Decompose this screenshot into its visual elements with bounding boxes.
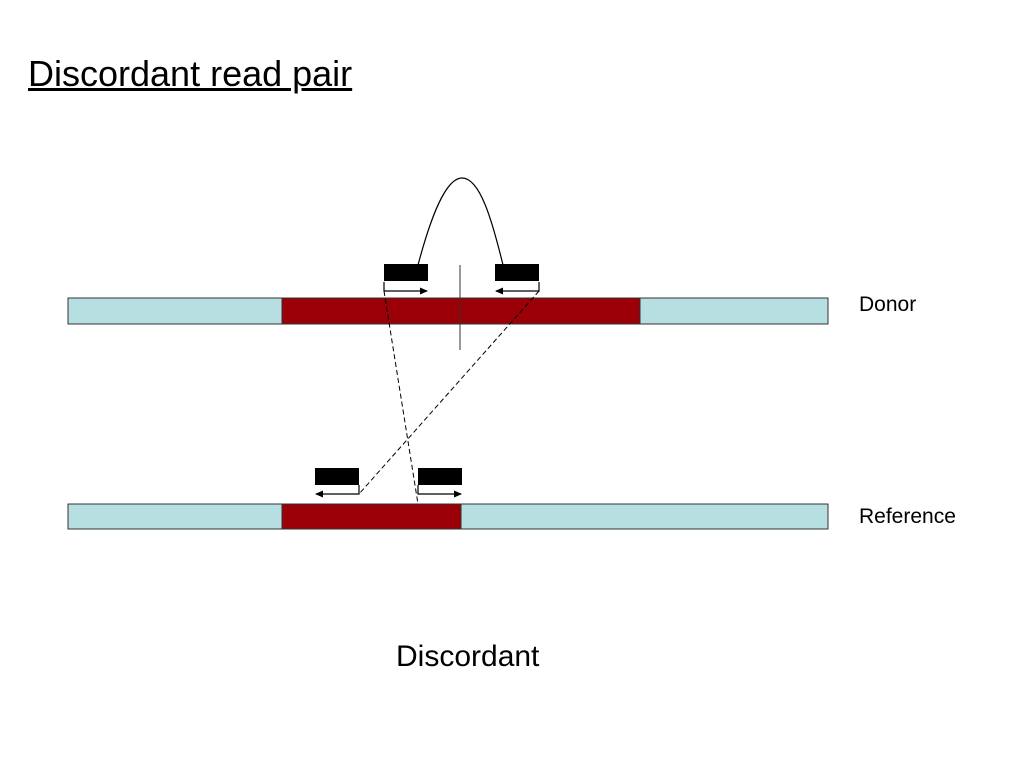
donor-read-left — [384, 264, 428, 281]
reference-left-arrow — [315, 485, 360, 498]
donor-right-flank — [639, 297, 829, 325]
donor-read-right — [495, 264, 539, 281]
donor-left-arrow — [383, 282, 428, 295]
reference-track — [67, 503, 829, 530]
reference-right-flank — [460, 503, 829, 530]
donor-left-flank — [67, 297, 283, 325]
mapping-dashed-line-right — [358, 290, 540, 495]
donor-label: Donor — [859, 293, 917, 316]
reference-read-left — [315, 468, 359, 485]
mapping-dashed-line-left — [383, 290, 419, 505]
read-pair-link-arc — [417, 177, 504, 266]
reference-read-right — [418, 468, 462, 485]
reference-insert-segment — [281, 503, 462, 530]
diagram-caption: Discordant — [396, 640, 540, 673]
reference-label: Reference — [859, 505, 956, 528]
donor-right-arrow — [495, 282, 540, 295]
donor-insert-segment — [281, 297, 641, 325]
slide-title: Discordant read pair — [28, 53, 353, 94]
reference-left-flank — [67, 503, 283, 530]
donor-track — [67, 297, 829, 325]
reference-right-arrow — [417, 485, 462, 498]
